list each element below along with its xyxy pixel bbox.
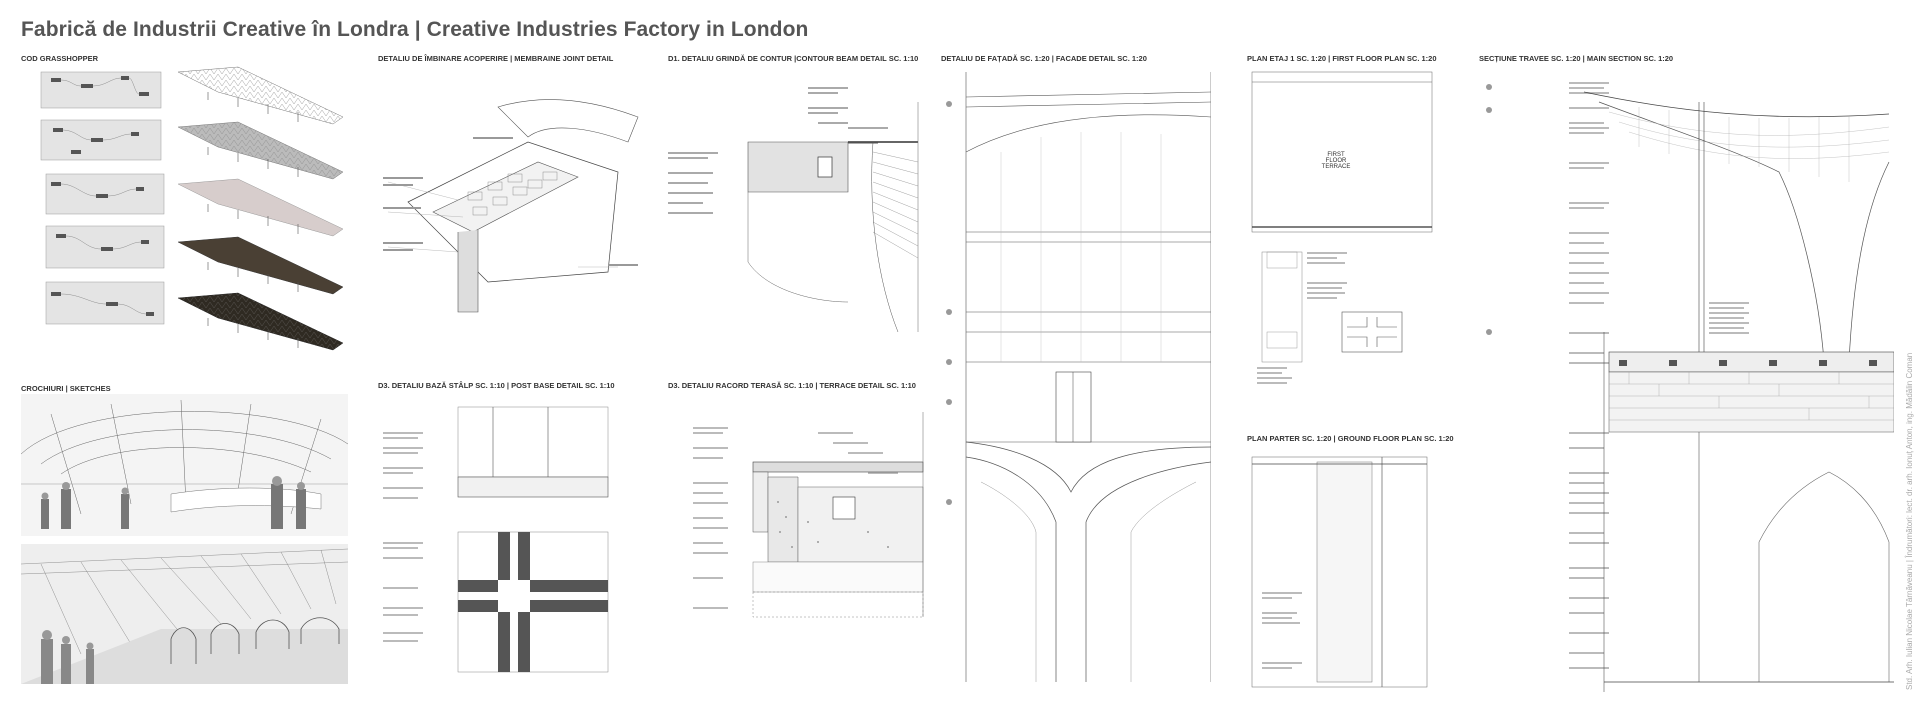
post-base-drawing <box>378 402 648 682</box>
first-floor-terrace-label: FIRST FLOOR TERRACE <box>1321 152 1351 170</box>
heading-main-section: SECȚIUNE TRAVEE SC. 1:20 | MAIN SECTION … <box>1479 54 1674 63</box>
heading-grasshopper: COD GRASSHOPPER <box>21 54 99 63</box>
heading-post-base: D3. DETALIU BAZĂ STÂLP SC. 1:10 | POST B… <box>378 381 615 390</box>
grasshopper-code-diagram <box>21 62 171 332</box>
heading-facade-detail: DETALIU DE FAȚADĂ SC. 1:20 | FACADE DETA… <box>941 54 1147 63</box>
heading-first-floor-plan: PLAN ETAJ 1 SC. 1:20 | FIRST FLOOR PLAN … <box>1247 54 1437 63</box>
terrace-detail-drawing <box>668 402 928 632</box>
heading-sketches: CROCHIURI | SKETCHES <box>21 384 111 393</box>
page-title: Fabrică de Industrii Creative în Londra … <box>21 18 809 41</box>
heading-contour-beam: D1. DETALIU GRINDĂ DE CONTUR |CONTOUR BE… <box>668 54 919 63</box>
ground-floor-plan-drawing <box>1247 452 1437 692</box>
heading-membrane-joint: DETALIU DE ÎMBINARE ACOPERIRE | MEMBRAIN… <box>378 54 614 63</box>
main-section-drawing <box>1479 62 1894 692</box>
heading-ground-floor-plan: PLAN PARTER SC. 1:20 | GROUND FLOOR PLAN… <box>1247 434 1454 443</box>
sketch-interior <box>21 394 348 536</box>
credits: Std. Arh. Iulian Nicolae Târnăveanu | În… <box>1905 352 1914 690</box>
contour-beam-drawing <box>668 62 928 332</box>
first-floor-plan-drawing <box>1247 62 1437 402</box>
facade-detail-drawing <box>941 62 1211 682</box>
heading-terrace-detail: D3. DETALIU RACORD TERASĂ SC. 1:10 | TER… <box>668 381 916 390</box>
roof-renders <box>178 62 348 357</box>
sketch-gallery <box>21 544 348 684</box>
membrane-joint-drawing <box>378 82 648 322</box>
